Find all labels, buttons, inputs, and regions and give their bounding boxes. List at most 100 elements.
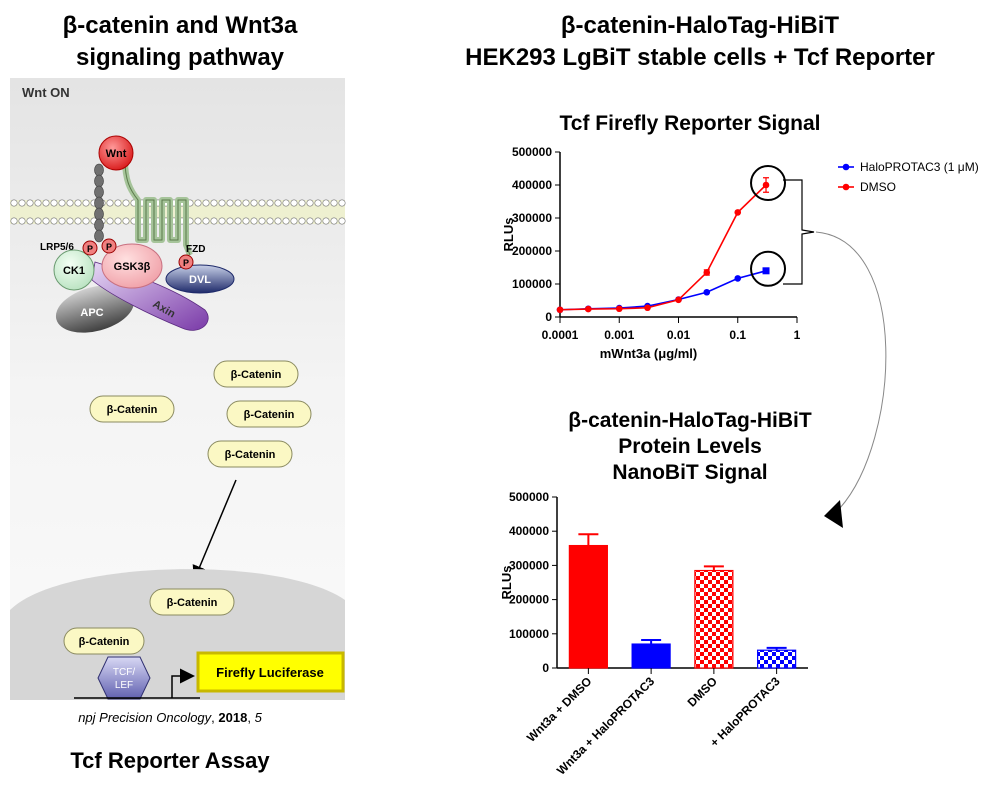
x-tick-label: 0.0001 (542, 328, 579, 342)
nanobit-bar-chart: 0100000200000300000400000500000RLUsWnt3a… (499, 490, 808, 778)
svg-text:β-Catenin: β-Catenin (231, 369, 282, 381)
right-panel-title: β-catenin-HaloTag-HiBiT HEK293 LgBiT sta… (420, 10, 980, 74)
y-tick-label: 200000 (509, 593, 549, 607)
lrp-receptor (94, 163, 104, 243)
svg-text:β-Catenin: β-Catenin (244, 409, 295, 421)
y-tick-label: 500000 (509, 490, 549, 504)
legend-marker (842, 163, 850, 171)
y-tick-label: 300000 (509, 558, 549, 572)
highlight-circle (750, 250, 787, 287)
svg-text:β-Catenin: β-Catenin (167, 597, 218, 609)
lef-label: LEF (115, 680, 133, 691)
phospho-group: P (101, 238, 117, 254)
wnt-label: Wnt (106, 148, 127, 160)
error-bar (641, 638, 662, 645)
firefly-luciferase-label: Firefly Luciferase (216, 665, 324, 680)
data-point (762, 267, 770, 275)
legend-label: HaloPROTAC3 (1 μM) (860, 160, 979, 174)
svg-text:P: P (106, 242, 112, 252)
tcf-reporter-assay-title: Tcf Reporter Assay (70, 748, 270, 773)
right-title-line1: β-catenin-HaloTag-HiBiT (560, 12, 840, 39)
error-bar (703, 565, 724, 571)
data-point (703, 288, 711, 296)
x-tick-label: 0.001 (604, 328, 634, 342)
data-point (703, 269, 711, 276)
svg-text:β-Catenin: β-Catenin (225, 449, 276, 461)
highlight-circle (750, 165, 787, 201)
beta-catenin-pill: β-Catenin (226, 400, 312, 428)
legend-marker (842, 183, 850, 191)
tcf-label: TCF/ (113, 667, 135, 678)
y-tick-label: 100000 (509, 627, 549, 641)
beta-catenin-pill: β-Catenin (63, 627, 145, 655)
lrp-label: LRP5/6 (40, 242, 74, 253)
left-title-line2: signaling pathway (75, 44, 285, 71)
svg-text:β-Catenin: β-Catenin (79, 636, 130, 648)
gsk3b-protein (101, 243, 163, 289)
y-tick-label: 400000 (512, 178, 552, 192)
phospho-group: P (82, 240, 98, 256)
dvl-label: DVL (189, 274, 211, 286)
apc-label: APC (80, 307, 103, 319)
data-point (644, 304, 651, 312)
y-tick-label: 0 (545, 310, 552, 324)
x-tick-label: DMSO (685, 674, 720, 709)
connector (783, 179, 887, 528)
fzd-label: FZD (186, 244, 205, 255)
y-tick-label: 300000 (512, 211, 552, 225)
translocation-arrow (192, 479, 237, 581)
bar (757, 649, 797, 669)
nanobit-chart-title: β-catenin-HaloTag-HiBiT Protein Levels N… (520, 408, 860, 486)
tcf-chart-title: Tcf Firefly Reporter Signal (559, 112, 821, 135)
x-tick-label: 0.1 (729, 328, 746, 342)
beta-catenin-pill: β-Catenin (149, 588, 235, 616)
phospho-group: P (178, 254, 194, 270)
wnt-ligand (98, 135, 134, 171)
beta-catenin-pill: β-Catenin (207, 440, 293, 468)
connector-arrowhead (824, 500, 843, 528)
error-bar (766, 646, 787, 651)
left-title-line1: β-catenin and Wnt3a (62, 12, 298, 39)
svg-text:P: P (87, 244, 93, 254)
svg-text:P: P (183, 258, 189, 268)
beta-catenin-pill: β-Catenin (89, 395, 175, 423)
tcf-lef-factor (97, 656, 151, 700)
y-tick-label: 200000 (512, 244, 552, 258)
bar (568, 544, 608, 669)
nanobit-title-line2: Protein Levels (618, 435, 762, 458)
line-chart-x-label: mWnt3a (μg/ml) (600, 346, 698, 361)
citation-journal: npj Precision Oncology (78, 710, 212, 725)
pathway-diagram: Wnt ON Wnt LRP5/6 FZD APC Axin CK1 DVL G… (10, 78, 346, 700)
right-title-line2: HEK293 LgBiT stable cells + Tcf Reporter (465, 44, 935, 71)
x-tick-label: 0.01 (667, 328, 691, 342)
gsk3b-label: GSK3β (114, 261, 151, 273)
data-point (584, 305, 592, 313)
legend-label: DMSO (860, 180, 896, 194)
data-point (556, 306, 564, 314)
ck1-protein (53, 249, 95, 291)
promoter-arrow (171, 668, 195, 698)
y-tick-label: 0 (542, 661, 549, 675)
y-tick-label: 100000 (512, 277, 552, 291)
bar (694, 569, 734, 669)
nanobit-title-line1: β-catenin-HaloTag-HiBiT (568, 409, 812, 432)
svg-text:β-Catenin: β-Catenin (107, 404, 158, 416)
data-point (734, 209, 742, 216)
bracket (783, 179, 815, 285)
series-line-dmso (559, 184, 767, 311)
line-chart-y-label: RLUs (501, 218, 516, 252)
x-tick-label: Wnt3a + DMSO (524, 674, 594, 744)
apc-protein (55, 285, 135, 333)
nanobit-title-line3: NanoBiT Signal (612, 461, 768, 484)
bar-chart-y-label: RLUs (499, 566, 514, 600)
wnt-on-label: Wnt ON (22, 85, 70, 100)
firefly-luciferase-box (196, 651, 345, 693)
bar (631, 643, 671, 669)
citation-year: 2018 (218, 710, 248, 725)
dvl-protein (165, 264, 235, 294)
data-point (675, 296, 682, 304)
data-point (734, 275, 742, 282)
citation-volume: 5 (254, 710, 262, 725)
